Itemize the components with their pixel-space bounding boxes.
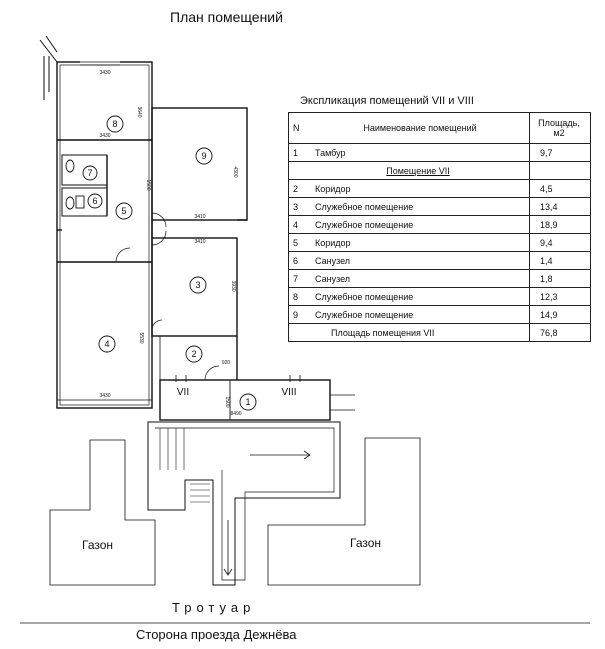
- table-row: 6 Санузел 1,4: [288, 251, 591, 270]
- section-row: Помещение VII: [288, 161, 591, 180]
- table-row: 1 Тамбур 9,7: [288, 143, 591, 162]
- table-row: 7 Санузел 1,8: [288, 269, 591, 288]
- row-area: 9,7: [529, 143, 591, 162]
- dimension-label: 5530: [138, 332, 144, 343]
- room-label-6: 6: [92, 196, 97, 206]
- total-row: Площадь помещения VII 76,8: [288, 323, 591, 342]
- total-name: Площадь помещения VII: [311, 323, 530, 342]
- row-no: 5: [288, 233, 311, 252]
- row-no: 4: [288, 215, 311, 234]
- room-label-2: 2: [191, 349, 196, 359]
- row-name: Служебное помещение: [311, 287, 530, 306]
- row-name: Служебное помещение: [311, 197, 530, 216]
- premise-label-viii: VIII: [281, 387, 296, 398]
- dimension-label: 3410: [194, 214, 205, 220]
- dimension-label: 3410: [194, 239, 205, 245]
- row-name: Коридор: [311, 179, 530, 198]
- room-label-3: 3: [195, 280, 200, 290]
- section-title: Помещение VII: [311, 161, 530, 180]
- table-header-row: N Наименование помещений Площадь, м2: [288, 112, 591, 144]
- room-label-1: 1: [245, 397, 250, 407]
- sidewalk-label: Тротуар: [172, 600, 256, 615]
- dimension-label: 3640: [136, 106, 142, 117]
- row-area: 13,4: [529, 197, 591, 216]
- row-no: 3: [288, 197, 311, 216]
- room-label-9: 9: [201, 151, 206, 161]
- room-label-5: 5: [121, 206, 126, 216]
- dimension-label: 3930: [230, 280, 236, 291]
- row-name: Санузел: [311, 251, 530, 270]
- lawn-left-outline: [49, 439, 156, 586]
- row-area: 14,9: [529, 305, 591, 324]
- total-no: [288, 323, 311, 342]
- room-label-4: 4: [104, 339, 109, 349]
- row-name: Тамбур: [311, 143, 530, 162]
- room-label-8: 8: [112, 119, 117, 129]
- dimension-label: 4300: [232, 166, 238, 177]
- row-no: 7: [288, 269, 311, 288]
- row-area: 12,3: [529, 287, 591, 306]
- tambur-walls: [159, 379, 331, 421]
- header-no: N: [288, 112, 311, 144]
- room-6-walls: [61, 187, 108, 217]
- section-area: [529, 161, 591, 180]
- row-name: Санузел: [311, 269, 530, 288]
- dimension-label: 920: [222, 360, 231, 366]
- row-no: 1: [288, 143, 311, 162]
- explication-table: N Наименование помещений Площадь, м2 1 Т…: [288, 112, 591, 342]
- lawn-right-outline: [267, 437, 421, 586]
- lawn-right-label: Газон: [350, 536, 382, 550]
- room-7-walls: [61, 154, 108, 186]
- header-area: Площадь, м2: [529, 112, 591, 144]
- table-row: 5 Коридор 9,4: [288, 233, 591, 252]
- row-name: Служебное помещение: [311, 215, 530, 234]
- dimension-label: 8490: [230, 411, 241, 417]
- table-row: 4 Служебное помещение 18,9: [288, 215, 591, 234]
- row-area: 18,9: [529, 215, 591, 234]
- total-area: 76,8: [529, 323, 591, 342]
- premise-label-vii: VII: [177, 387, 189, 398]
- room-3-walls: [151, 237, 238, 337]
- row-area: 4,5: [529, 179, 591, 198]
- room-9-walls: [151, 107, 248, 221]
- row-no: 9: [288, 305, 311, 324]
- row-no: 6: [288, 251, 311, 270]
- table-row: 9 Служебное помещение 14,9: [288, 305, 591, 324]
- explication-caption: Экспликация помещений VII и VIII: [300, 95, 474, 107]
- row-area: 1,4: [529, 251, 591, 270]
- street-side-label: Сторона проезда Дежнёва: [136, 627, 297, 642]
- row-area: 1,8: [529, 269, 591, 288]
- header-name: Наименование помещений: [311, 112, 530, 144]
- plan-title: План помещений: [170, 9, 283, 25]
- row-name: Служебное помещение: [311, 305, 530, 324]
- row-area: 9,4: [529, 233, 591, 252]
- dimension-label: 3430: [99, 70, 110, 76]
- dimension-label: 3430: [99, 393, 110, 399]
- row-no: 2: [288, 179, 311, 198]
- row-no: 8: [288, 287, 311, 306]
- table-row: 3 Служебное помещение 13,4: [288, 197, 591, 216]
- table-row: 8 Служебное помещение 12,3: [288, 287, 591, 306]
- lawn-left-label: Газон: [82, 538, 114, 552]
- section-no: [288, 161, 311, 180]
- room-label-7: 7: [87, 168, 92, 178]
- dimension-label: 3430: [99, 133, 110, 139]
- dimension-label: 1500: [224, 396, 230, 407]
- dimension-label: 1500: [145, 179, 151, 190]
- row-name: Коридор: [311, 233, 530, 252]
- table-row: 2 Коридор 4,5: [288, 179, 591, 198]
